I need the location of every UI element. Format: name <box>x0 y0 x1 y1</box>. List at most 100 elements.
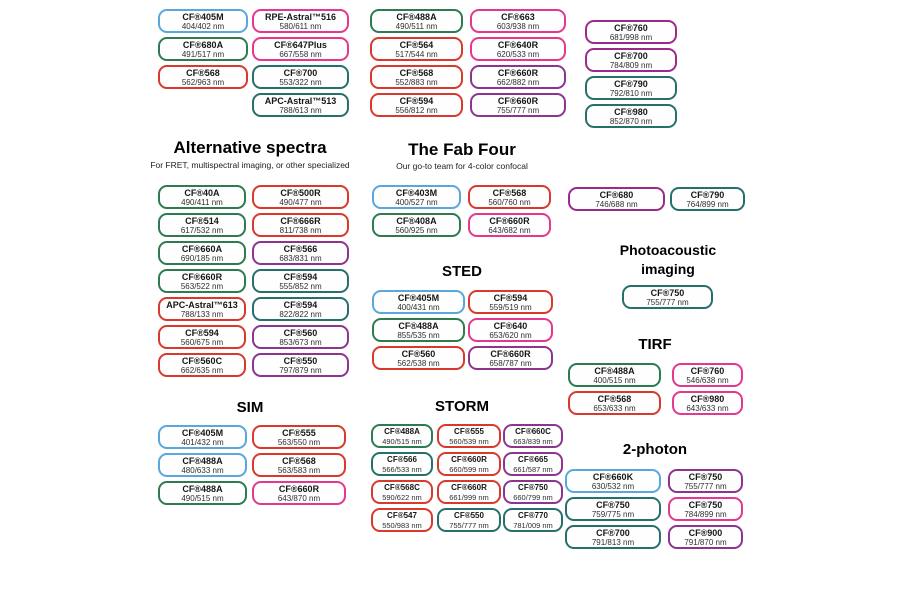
dye-wavelengths: 556/812 nm <box>395 105 438 115</box>
dye-wavelengths: 681/998 nm <box>609 32 653 42</box>
dye-name: CF®547 <box>387 510 417 520</box>
dye-name: CF®663 <box>501 11 535 22</box>
dye-wavelengths: 563/522 nm <box>180 281 224 291</box>
dye-wavelengths: 643/633 nm <box>686 403 729 413</box>
dye-name: CF®680 <box>599 189 634 200</box>
dye-name: CF®660R <box>451 454 487 464</box>
dye-wavelengths: 643/870 nm <box>277 493 321 503</box>
dye-name: CF®750 <box>650 287 685 298</box>
alternative-spectra-title: Alternative spectra <box>173 138 327 157</box>
dye-wavelengths: 490/515 nm <box>382 436 422 446</box>
dye-wavelengths: 764/899 nm <box>686 199 729 209</box>
dye-wavelengths: 784/809 nm <box>609 60 653 70</box>
dye-wavelengths: 661/587 nm <box>513 464 553 474</box>
dye-wavelengths: 660/799 nm <box>513 492 553 502</box>
dye-name: CF®488A <box>594 365 635 376</box>
dye-name: CF®550 <box>454 510 484 520</box>
dye-wavelengths: 683/831 nm <box>279 253 322 263</box>
dye-wavelengths: 658/787 nm <box>489 358 532 368</box>
dye-name: CF®405M <box>397 292 440 303</box>
dye-wavelengths: 661/999 nm <box>449 492 489 502</box>
dye-wavelengths: 560/539 nm <box>449 436 489 446</box>
dye-wavelengths: 667/558 nm <box>279 49 322 59</box>
dye-name: CF®568 <box>597 393 632 404</box>
dye-wavelengths: 663/839 nm <box>513 436 553 446</box>
dye-name: CF®760 <box>614 22 648 33</box>
dye-name: CF®660R <box>278 483 320 494</box>
dye-wavelengths: 491/517 nm <box>181 49 225 59</box>
dye-wavelengths: 755/777 nm <box>684 481 727 491</box>
dye-wavelengths: 755/777 nm <box>496 105 540 115</box>
dye-name: CF®408A <box>396 215 437 226</box>
dye-wavelengths: 660/599 nm <box>449 464 489 474</box>
dye-wavelengths: 555/852 nm <box>279 281 322 291</box>
dye-wavelengths: 480/633 nm <box>181 465 224 475</box>
dye-name: CF®700 <box>614 50 648 61</box>
dye-wavelengths: 580/611 nm <box>279 21 322 31</box>
dye-wavelengths: 788/613 nm <box>279 105 322 115</box>
dye-name: CF®647Plus <box>274 39 327 50</box>
dye-wavelengths: 490/511 nm <box>395 21 438 31</box>
dye-name: CF®555 <box>454 426 484 436</box>
dye-wavelengths: 550/983 nm <box>382 520 422 530</box>
dye-name: CF®488A <box>384 426 420 436</box>
dye-name: APC-Astral™513 <box>264 95 337 106</box>
storm-title: STORM <box>435 398 489 415</box>
dye-wavelengths: 755/777 nm <box>646 297 689 307</box>
dye-name: CF®770 <box>518 510 548 520</box>
dye-name: CF®660R <box>451 482 487 492</box>
dye-wavelengths: 490/477 nm <box>279 197 322 207</box>
dye-wavelengths: 400/431 nm <box>397 302 440 312</box>
dye-wavelengths: 546/638 nm <box>686 375 729 385</box>
dye-wavelengths: 643/682 nm <box>488 225 531 235</box>
dye-name: CF®403M <box>395 187 438 198</box>
dye-wavelengths: 552/883 nm <box>395 77 438 87</box>
dye-wavelengths: 490/411 nm <box>181 197 223 207</box>
dye-wavelengths: 788/133 nm <box>180 309 224 319</box>
dye-wavelengths: 517/544 nm <box>395 49 438 59</box>
dye-name: CF®640 <box>493 320 528 331</box>
dye-wavelengths: 562/538 nm <box>397 358 440 368</box>
dye-name: CF®660R <box>497 67 539 78</box>
dye-name: CF®750 <box>688 471 723 482</box>
dye-name: CF®665 <box>518 454 548 464</box>
dye-wavelengths: 630/532 nm <box>591 481 635 491</box>
dye-wavelengths: 797/879 nm <box>279 365 322 375</box>
fab-four-title: The Fab Four <box>408 140 516 159</box>
dye-wavelengths: 560/675 nm <box>180 337 224 347</box>
